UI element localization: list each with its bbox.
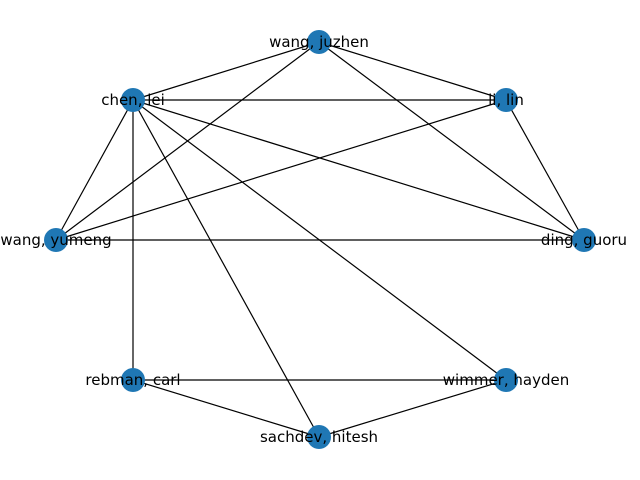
edge-chen_lei-sachdev_hitesh (132, 99, 320, 438)
node-label-wang_juzhen: wang, juzhen (269, 33, 369, 51)
nodes-layer (44, 30, 596, 449)
edge-rebman_carl-sachdev_hitesh (132, 379, 320, 438)
node-label-chen_lei: chen, lei (101, 91, 165, 109)
edge-chen_lei-ding_guoru (132, 99, 585, 241)
node-wang_yumeng[interactable] (44, 228, 68, 252)
labels-layer: wang, juzhen chen, lei li, lin wang, yumeng… (0, 33, 627, 446)
edge-wimmer_hayden-sachdev_hitesh (318, 379, 507, 438)
node-label-rebman_carl: rebman, carl (85, 371, 180, 389)
node-wang_juzhen[interactable] (307, 30, 331, 54)
node-label-li_lin: li, lin (488, 91, 524, 109)
node-label-ding_guoru: ding, guoru (541, 231, 627, 249)
edge-wang_juzhen-li_lin (318, 41, 507, 101)
edge-wang_juzhen-ding_guoru (318, 41, 585, 241)
node-label-wang_yumeng: wang, yumeng (0, 231, 111, 249)
edge-li_lin-wang_yumeng (55, 99, 507, 241)
node-ding_guoru[interactable] (572, 228, 596, 252)
node-rebman_carl[interactable] (121, 368, 145, 392)
edge-chen_lei-wang_yumeng (55, 99, 134, 241)
node-label-wimmer_hayden: wimmer, hayden (443, 371, 569, 389)
edges-layer (55, 41, 585, 438)
edge-li_lin-ding_guoru (505, 99, 585, 241)
node-label-sachdev_hitesh: sachdev, hitesh (260, 428, 378, 446)
node-wimmer_hayden[interactable] (494, 368, 518, 392)
node-sachdev_hitesh[interactable] (307, 425, 331, 449)
edge-wang_juzhen-chen_lei (132, 41, 320, 101)
node-li_lin[interactable] (494, 88, 518, 112)
node-chen_lei[interactable] (121, 88, 145, 112)
